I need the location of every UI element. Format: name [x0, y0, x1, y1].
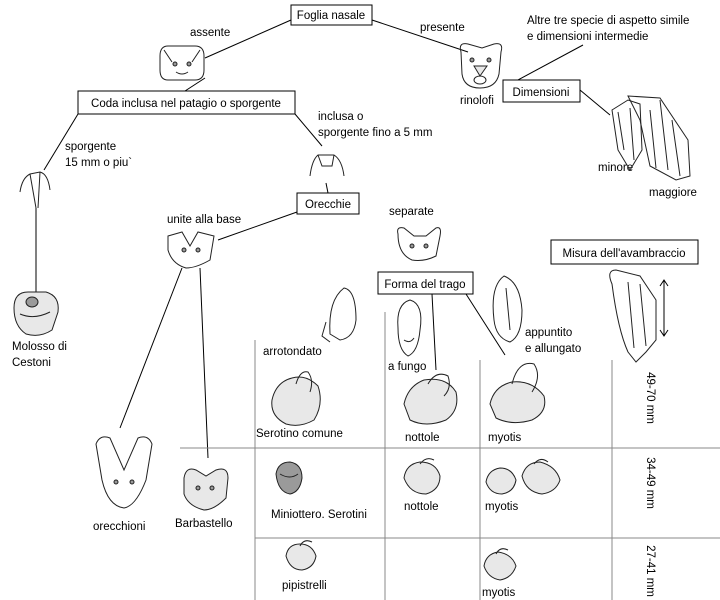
pipistrelli-illustration: [285, 540, 317, 571]
nottole-large-illustration: [403, 373, 458, 425]
edge-unite-line: [217, 211, 298, 241]
node-foglia-nasale: Foglia nasale: [290, 4, 373, 26]
node-foglia-nasale-label: Foglia nasale: [297, 10, 365, 22]
edge-presente-line: [371, 19, 469, 53]
myotis-medium-illustration: [485, 458, 561, 495]
node-dimensioni: Dimensioni: [502, 79, 581, 103]
edge-appuntito-line: [465, 293, 506, 356]
edge-label-arrotondato: arrotondato: [263, 346, 322, 358]
label-minore: minore: [598, 162, 633, 174]
edge-orecchie-line: [325, 182, 329, 194]
node-dimensioni-label: Dimensioni: [513, 87, 570, 99]
species-molosso: Molosso di: [12, 341, 67, 353]
range-34-49: 34-49 mm: [644, 457, 656, 509]
edge-barbastello-line: [199, 267, 209, 459]
species-cestoni: Cestoni: [12, 357, 51, 369]
edge-label-inclusa-size: sporgente fino a 5 mm: [318, 127, 432, 139]
forearm-measurement-illustration: [609, 269, 669, 363]
bat-head-no-noseleaf-illustration: [159, 45, 205, 81]
edge-label-inclusa: inclusa o: [318, 111, 363, 123]
node-orecchie-label: Orecchie: [305, 199, 351, 211]
barbastello-illustration: [183, 468, 229, 511]
range-27-41: 27-41 mm: [644, 545, 656, 597]
tail-included-illustration: [309, 154, 345, 177]
note-dimensioni-intermedie: e dimensioni intermedie: [527, 31, 648, 43]
species-barbastello: Barbastello: [175, 518, 233, 530]
species-myotis-medium: myotis: [485, 501, 518, 513]
molosso-illustration: [13, 291, 59, 336]
edge-label-a-fungo: a fungo: [388, 361, 426, 373]
ears-joined-head-illustration: [167, 231, 215, 269]
edge-label-presente: presente: [420, 22, 465, 34]
node-misura-avambraccio-label: Misura dell'avambraccio: [563, 248, 686, 260]
species-myotis-large: myotis: [488, 432, 521, 444]
species-nottole-large: nottole: [405, 432, 440, 444]
edge-inclusa-line: [294, 113, 323, 147]
myotis-small-illustration: [483, 548, 517, 581]
edge-label-separate: separate: [389, 206, 434, 218]
edge-label-sporgente-size: 15 mm o piu`: [65, 157, 132, 169]
tragus-rounded-illustration: [321, 287, 357, 343]
myotis-large-illustration: [489, 362, 546, 424]
node-orecchie: Orecchie: [296, 192, 360, 215]
edge-fungo-line: [431, 293, 437, 371]
orecchioni-illustration: [95, 436, 153, 509]
nottole-medium-illustration: [403, 458, 441, 495]
size-grid: [180, 312, 720, 600]
label-maggiore: maggiore: [649, 187, 697, 199]
edge-label-sporgente: sporgente: [65, 141, 116, 153]
edge-orecchioni-line: [119, 267, 183, 429]
serotino-comune-illustration: [271, 371, 321, 426]
bat-size-comparison-illustration: [611, 95, 691, 181]
node-forma-trago-label: Forma del trago: [384, 279, 465, 291]
edge-dimensioni-line: [579, 89, 611, 116]
tragus-mushroom-illustration: [397, 299, 422, 357]
note-altre-specie: Altre tre specie di aspetto simile: [527, 15, 689, 27]
edge-sporgente-line: [43, 113, 79, 171]
species-orecchioni: orecchioni: [93, 521, 145, 533]
node-coda-label: Coda inclusa nel patagio o sporgente: [91, 98, 281, 110]
edge-label-allungato: e allungato: [525, 343, 581, 355]
species-pipistrelli: pipistrelli: [282, 580, 327, 592]
species-myotis-small: myotis: [482, 587, 515, 599]
tragus-pointed-illustration: [492, 275, 523, 343]
species-serotino-comune: Serotino comune: [256, 428, 343, 440]
range-49-70: 49-70 mm: [644, 372, 656, 424]
node-forma-trago: Forma del trago: [377, 271, 474, 295]
species-nottole-medium: nottole: [404, 501, 439, 513]
edge-label-unite: unite alla base: [167, 214, 241, 226]
node-coda: Coda inclusa nel patagio o sporgente: [77, 90, 296, 115]
node-misura-avambraccio: Misura dell'avambraccio: [550, 239, 699, 265]
ears-separate-head-illustration: [397, 227, 441, 261]
species-rinolofi: rinolofi: [460, 95, 494, 107]
edge-label-assente: assente: [190, 27, 230, 39]
tail-protruding-illustration: [19, 171, 51, 209]
species-miniottero-serotini: Miniottero. Serotini: [271, 509, 367, 521]
rhinolophus-head-illustration: [459, 43, 503, 89]
miniottero-illustration: [275, 461, 303, 495]
edge-label-appuntito: appuntito: [525, 327, 572, 339]
edge-assente-line: [204, 19, 292, 59]
edge-coda-line: [184, 77, 206, 92]
